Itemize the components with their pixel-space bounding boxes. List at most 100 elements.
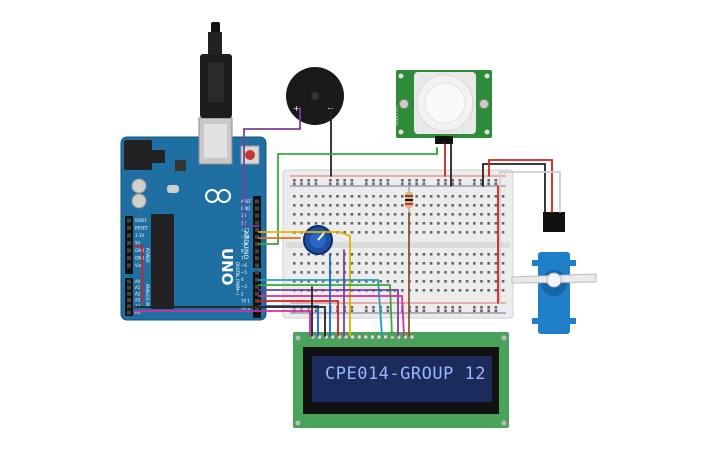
breadboard-hole[interactable]: [501, 289, 505, 292]
breadboard-hole[interactable]: [393, 195, 397, 198]
breadboard-hole[interactable]: [415, 253, 418, 256]
rail-hole[interactable]: [343, 179, 346, 182]
breadboard-hole[interactable]: [473, 289, 476, 292]
breadboard-hole[interactable]: [379, 262, 382, 265]
rail-hole[interactable]: [314, 179, 318, 182]
breadboard-hole[interactable]: [415, 195, 418, 198]
header-pin[interactable]: [127, 241, 131, 245]
breadboard-hole[interactable]: [444, 262, 447, 265]
rail-hole[interactable]: [451, 306, 454, 309]
rail-hole[interactable]: [350, 306, 354, 309]
breadboard-hole[interactable]: [437, 262, 440, 265]
breadboard-hole[interactable]: [357, 213, 361, 216]
breadboard-hole[interactable]: [437, 253, 440, 256]
breadboard-hole[interactable]: [321, 253, 325, 256]
lcd-pin[interactable]: [356, 334, 362, 340]
header-pin[interactable]: [255, 263, 259, 268]
rail-hole[interactable]: [401, 179, 404, 182]
breadboard-hole[interactable]: [422, 195, 426, 198]
breadboard-hole[interactable]: [458, 289, 462, 292]
header-pin[interactable]: [255, 291, 259, 296]
rail-hole[interactable]: [480, 182, 483, 186]
rail-hole[interactable]: [422, 309, 426, 313]
breadboard-hole[interactable]: [465, 280, 469, 283]
rail-hole[interactable]: [379, 179, 382, 182]
breadboard-hole[interactable]: [372, 213, 375, 216]
breadboard-hole[interactable]: [429, 271, 433, 274]
breadboard-hole[interactable]: [451, 289, 454, 292]
breadboard-hole[interactable]: [501, 280, 505, 283]
breadboard-hole[interactable]: [487, 280, 490, 283]
rail-hole[interactable]: [307, 182, 310, 186]
breadboard-hole[interactable]: [293, 195, 296, 198]
rail-hole[interactable]: [329, 182, 332, 186]
breadboard-hole[interactable]: [415, 222, 418, 225]
breadboard-hole[interactable]: [307, 253, 310, 256]
rail-hole[interactable]: [415, 306, 418, 309]
breadboard-hole[interactable]: [386, 204, 390, 207]
rail-hole[interactable]: [350, 179, 354, 182]
breadboard-hole[interactable]: [350, 222, 354, 225]
header-pin[interactable]: [127, 310, 131, 315]
breadboard-hole[interactable]: [473, 253, 476, 256]
rail-hole[interactable]: [451, 309, 454, 313]
breadboard-hole[interactable]: [444, 289, 447, 292]
header-pin[interactable]: [255, 298, 259, 303]
reset-button[interactable]: [245, 150, 255, 160]
breadboard-hole[interactable]: [444, 271, 447, 274]
rail-hole[interactable]: [365, 309, 368, 313]
breadboard-hole[interactable]: [429, 289, 433, 292]
header-pin[interactable]: [255, 227, 259, 232]
breadboard-hole[interactable]: [458, 222, 462, 225]
breadboard-hole[interactable]: [415, 213, 418, 216]
breadboard-hole[interactable]: [357, 195, 361, 198]
breadboard-hole[interactable]: [458, 231, 462, 234]
breadboard-hole[interactable]: [357, 222, 361, 225]
breadboard-hole[interactable]: [393, 280, 397, 283]
breadboard-hole[interactable]: [422, 204, 426, 207]
breadboard-hole[interactable]: [501, 195, 505, 198]
lcd-pin[interactable]: [330, 334, 336, 340]
breadboard-hole[interactable]: [314, 213, 318, 216]
breadboard-hole[interactable]: [480, 253, 483, 256]
breadboard-hole[interactable]: [429, 280, 433, 283]
breadboard-hole[interactable]: [473, 204, 476, 207]
rail-hole[interactable]: [422, 306, 426, 309]
rail-hole[interactable]: [422, 179, 426, 182]
rail-hole[interactable]: [408, 182, 411, 186]
breadboard-hole[interactable]: [343, 204, 346, 207]
rail-hole[interactable]: [401, 182, 404, 186]
breadboard-hole[interactable]: [365, 213, 368, 216]
breadboard-hole[interactable]: [401, 222, 404, 225]
breadboard-hole[interactable]: [437, 204, 440, 207]
breadboard-hole[interactable]: [379, 222, 382, 225]
breadboard-hole[interactable]: [372, 222, 375, 225]
header-pin[interactable]: [255, 270, 259, 275]
breadboard-hole[interactable]: [379, 231, 382, 234]
breadboard-hole[interactable]: [465, 213, 469, 216]
header-pin[interactable]: [255, 206, 259, 211]
rail-hole[interactable]: [293, 182, 296, 186]
breadboard-hole[interactable]: [429, 262, 433, 265]
rail-hole[interactable]: [336, 182, 339, 186]
lcd-pin[interactable]: [363, 334, 369, 340]
breadboard-hole[interactable]: [429, 204, 433, 207]
breadboard-hole[interactable]: [494, 222, 498, 225]
breadboard-hole[interactable]: [401, 204, 404, 207]
rail-hole[interactable]: [408, 179, 411, 182]
breadboard-hole[interactable]: [444, 204, 447, 207]
breadboard-hole[interactable]: [451, 253, 454, 256]
breadboard-hole[interactable]: [372, 271, 375, 274]
breadboard-hole[interactable]: [379, 213, 382, 216]
breadboard-hole[interactable]: [487, 289, 490, 292]
breadboard-hole[interactable]: [300, 280, 303, 283]
breadboard-hole[interactable]: [458, 195, 462, 198]
breadboard-hole[interactable]: [415, 231, 418, 234]
breadboard-hole[interactable]: [415, 289, 418, 292]
rail-hole[interactable]: [372, 309, 375, 313]
breadboard-hole[interactable]: [444, 222, 447, 225]
breadboard-hole[interactable]: [365, 271, 368, 274]
breadboard-hole[interactable]: [336, 222, 339, 225]
rail-hole[interactable]: [480, 309, 483, 313]
breadboard-hole[interactable]: [444, 213, 447, 216]
